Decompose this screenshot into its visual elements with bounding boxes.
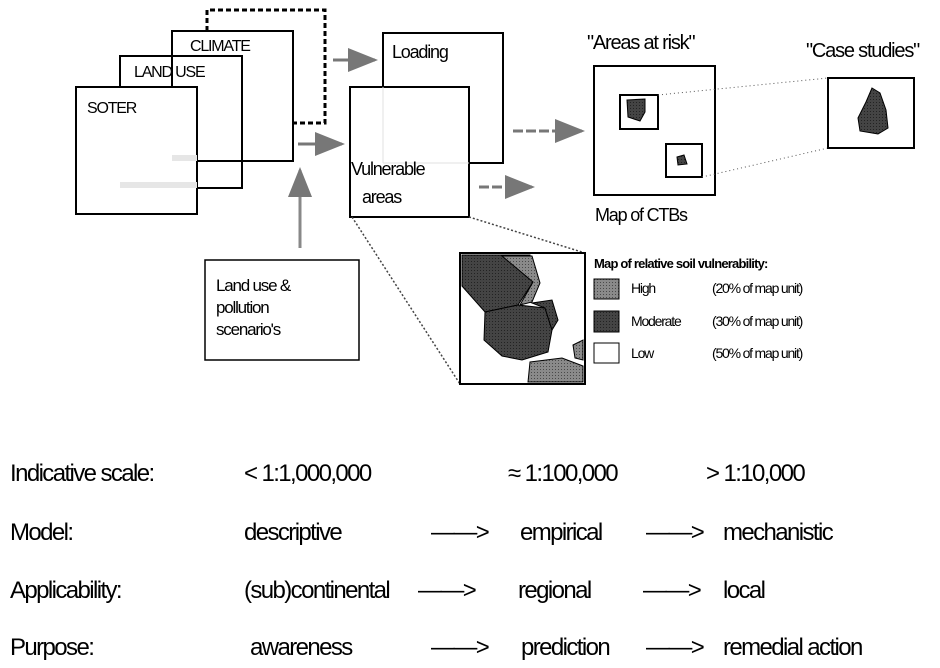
- vulnerable-label-line2: areas: [362, 187, 402, 207]
- legend-moderate-label: Moderate: [631, 313, 682, 329]
- vulnerable-areas-box: [349, 86, 470, 218]
- scale-value-1: < 1:1,000,000: [244, 460, 372, 487]
- ctb-shape-2: [676, 154, 688, 166]
- ctb-shape-1: [626, 98, 646, 122]
- model-value-1: descriptive: [244, 519, 343, 546]
- purpose-row: Purpose: awareness ——> prediction ——> re…: [0, 634, 940, 668]
- climate-label: CLIMATE: [190, 38, 251, 55]
- purpose-label: Purpose:: [10, 634, 95, 661]
- applicability-value-2: regional: [518, 577, 592, 604]
- purpose-value-2: prediction: [521, 634, 611, 661]
- legend-high-share: (20% of map unit): [712, 280, 803, 296]
- applicability-label: Applicability:: [10, 577, 123, 604]
- loading-label: Loading: [392, 42, 449, 62]
- scale-value-3: > 1:10,000: [706, 460, 806, 487]
- scale-value-2: ≈ 1:100,000: [508, 460, 619, 487]
- legend-low-label: Low: [631, 345, 654, 361]
- purpose-arrow-2: ——>: [646, 634, 705, 661]
- legend-high-label: High: [631, 280, 656, 296]
- applicability-arrow-1: ——>: [418, 577, 477, 604]
- vulnerable-label-line1: Vulnerable: [351, 159, 426, 179]
- case-studies-title: "Case studies": [806, 40, 920, 62]
- vulnerability-detail-map: [459, 252, 586, 385]
- purpose-value-3: remedial action: [723, 634, 863, 661]
- model-value-3: mechanistic: [723, 519, 834, 546]
- dashed-loop-line: [205, 8, 327, 125]
- map-of-ctbs-label: Map of CTBs: [595, 205, 688, 225]
- legend-title: Map of relative soil vulnerability:: [594, 256, 768, 271]
- legend-moderate-share: (30% of map unit): [712, 313, 803, 329]
- legend-swatch-high: [593, 278, 620, 300]
- scale-row: Indicative scale: < 1:1,000,000 ≈ 1:100,…: [0, 460, 940, 494]
- model-value-2: empirical: [520, 519, 603, 546]
- applicability-value-3: local: [723, 577, 766, 604]
- workflow-diagram: CLIMATE LAND USE SOTER Loading Vulnerabl…: [75, 8, 920, 385]
- model-arrow-1: ——>: [431, 519, 490, 546]
- scenarios-label-line3: scenario's: [216, 320, 281, 339]
- scenarios-box: [204, 259, 360, 361]
- model-label: Model:: [10, 519, 74, 546]
- case-study-shape: [857, 87, 889, 135]
- applicability-row: Applicability: (sub)continental ——> regi…: [0, 577, 940, 611]
- purpose-value-1: awareness: [250, 634, 353, 661]
- areas-at-risk-title: "Areas at risk": [587, 32, 696, 54]
- applicability-arrow-2: ——>: [643, 577, 702, 604]
- purpose-arrow-1: ——>: [431, 634, 490, 661]
- legend-swatch-moderate: [593, 310, 620, 333]
- model-arrow-2: ——>: [646, 519, 705, 546]
- legend-swatch-low: [593, 342, 620, 364]
- scenarios-label-line1: Land use &: [216, 276, 291, 295]
- land-use-label: LAND USE: [134, 64, 206, 81]
- model-row: Model: descriptive ——> empirical ——> mec…: [0, 519, 940, 553]
- scale-label: Indicative scale:: [10, 460, 155, 487]
- legend-low-share: (50% of map unit): [712, 345, 803, 361]
- soter-layer-box: [75, 86, 198, 215]
- scenarios-label-line2: pollution: [216, 298, 270, 317]
- soter-label: SOTER: [87, 100, 137, 117]
- applicability-value-1: (sub)continental: [244, 577, 391, 604]
